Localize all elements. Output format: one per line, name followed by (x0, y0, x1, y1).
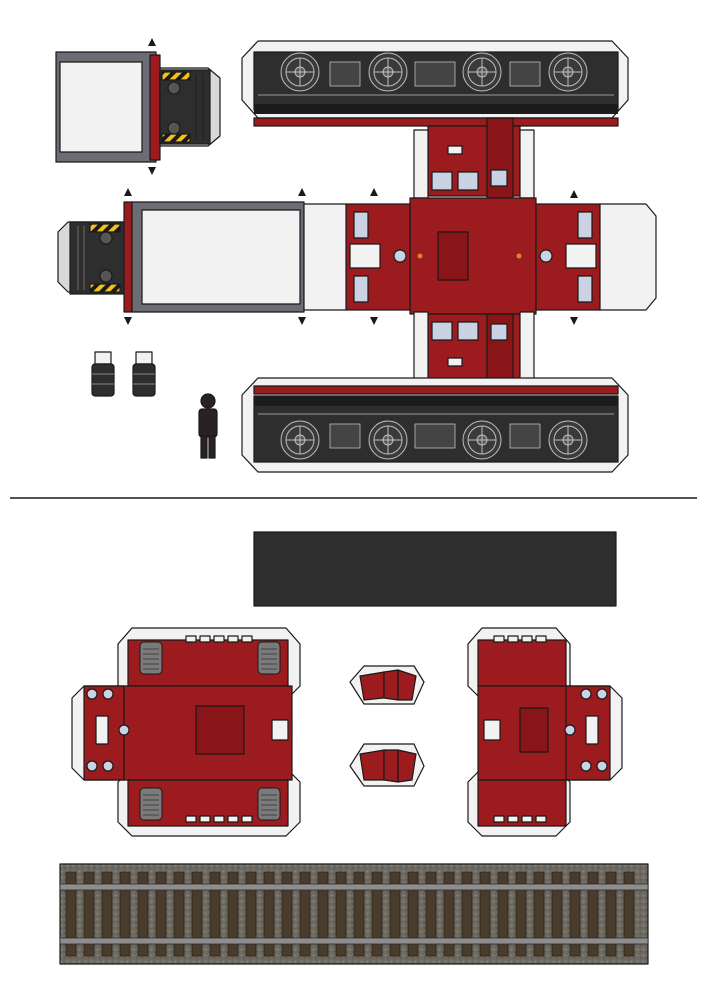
track-sleeper (227, 871, 239, 957)
track-sleeper (317, 871, 329, 957)
track-sleeper (605, 871, 617, 957)
track-sleeper (335, 871, 347, 957)
track-sleeper (623, 871, 635, 957)
track-sleeper (173, 871, 185, 957)
track-sleeper (191, 871, 203, 957)
front-end-top-part (55, 38, 221, 175)
track-sleeper (479, 871, 491, 957)
upper-side-frame-part (241, 40, 629, 127)
track-sleeper (281, 871, 293, 957)
track-sleeper (83, 871, 95, 957)
track-sleeper (551, 871, 563, 957)
track-sleeper (119, 871, 131, 957)
track-sleeper (299, 871, 311, 957)
track-sleeper (587, 871, 599, 957)
small-hood-icon (349, 665, 425, 705)
long-hood-part (57, 188, 378, 325)
track-base-part (59, 863, 649, 965)
track-sleeper (569, 871, 581, 957)
buffer-icon (91, 351, 115, 397)
left-cab-net-part (71, 627, 301, 837)
track-sleeper (155, 871, 167, 957)
right-cab-net-part (467, 627, 623, 837)
cab-body-net-part (345, 117, 657, 393)
track-sleeper (137, 871, 149, 957)
track-sleeper (353, 871, 365, 957)
scale-figure-icon (198, 393, 218, 459)
small-hood-icon (349, 743, 425, 787)
roof-strip-part (253, 531, 617, 607)
track-sleeper (533, 871, 545, 957)
buffer-icon (132, 351, 156, 397)
track-sleeper (461, 871, 473, 957)
track-sleeper (425, 871, 437, 957)
track-sleeper (407, 871, 419, 957)
track-sleeper (515, 871, 527, 957)
track-sleeper (389, 871, 401, 957)
track-sleeper (245, 871, 257, 957)
track-sleeper (497, 871, 509, 957)
buffer-pair-part (91, 351, 156, 397)
track-sleeper (263, 871, 275, 957)
track-sleeper (443, 871, 455, 957)
track-sleeper (209, 871, 221, 957)
small-hoods-part (349, 665, 425, 787)
lower-side-frame-part (241, 377, 629, 473)
track-sleeper (371, 871, 383, 957)
track-sleeper (65, 871, 77, 957)
track-sleeper (101, 871, 113, 957)
